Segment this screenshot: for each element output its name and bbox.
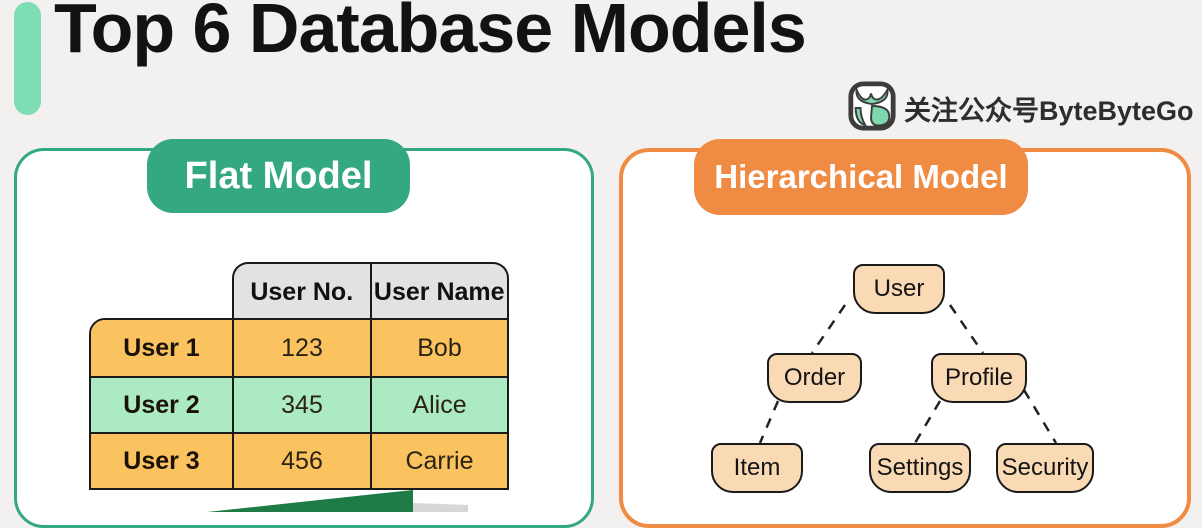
title-accent-bar	[14, 2, 41, 115]
tree-node-order: Order	[767, 353, 862, 403]
table-row: User 3 456 Carrie	[91, 432, 507, 488]
hierarchical-model-badge: Hierarchical Model	[694, 139, 1028, 215]
table-row: User 1 123 Bob	[91, 320, 507, 376]
tree-node-item: Item	[711, 443, 803, 493]
watermark: 关注公众号ByteByteGo	[847, 81, 1194, 136]
tree-node-settings: Settings	[869, 443, 971, 493]
page-title: Top 6 Database Models	[54, 0, 807, 67]
flat-table-header: User No. User Name	[232, 262, 509, 320]
tree-node-profile: Profile	[931, 353, 1027, 403]
column-header-user-no: User No.	[250, 277, 354, 306]
cell-user-no: 345	[232, 378, 370, 432]
cell-user-name: Alice	[370, 378, 507, 432]
cell-user-name: Carrie	[370, 434, 507, 488]
tree-node-security: Security	[996, 443, 1094, 493]
column-header-user-name: User Name	[369, 264, 508, 320]
cell-user-no: 456	[232, 434, 370, 488]
watermark-text: 关注公众号ByteByteGo	[904, 96, 1194, 126]
cell-user-name: Bob	[370, 320, 507, 376]
flat-table-body: User 1 123 Bob User 2 345 Alice User 3 4…	[89, 318, 509, 490]
row-label: User 1	[123, 333, 200, 362]
flat-model-badge: Flat Model	[147, 139, 410, 213]
row-label: User 2	[123, 390, 200, 419]
tree-node-user: User	[853, 264, 945, 314]
table-row: User 2 345 Alice	[91, 376, 507, 432]
cell-user-no: 123	[232, 320, 370, 376]
row-label: User 3	[123, 446, 200, 475]
bytebytego-logo-icon	[847, 81, 897, 136]
